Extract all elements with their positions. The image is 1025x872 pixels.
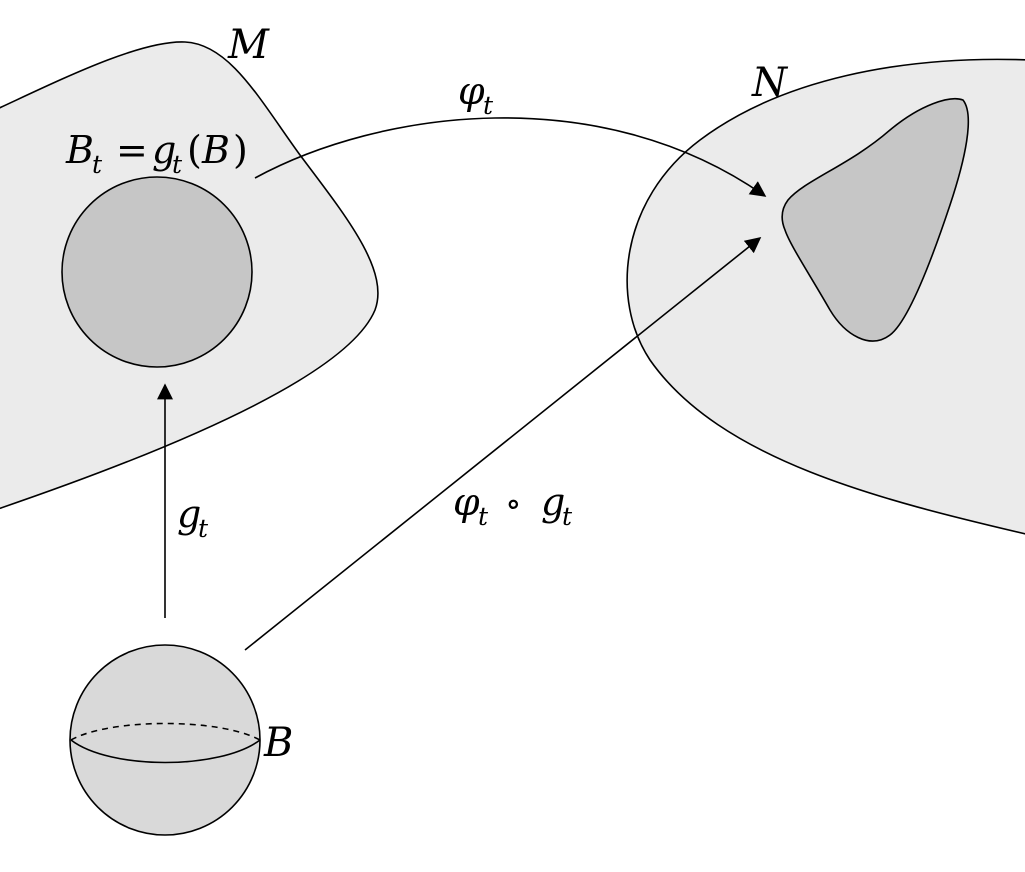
svg-text:∘: ∘ <box>505 484 522 524</box>
svg-text:t: t <box>478 502 489 531</box>
svg-text:φ: φ <box>453 480 480 524</box>
svg-text:B: B <box>65 128 94 172</box>
svg-text:B: B <box>201 128 230 172</box>
svg-text:t: t <box>198 514 209 543</box>
svg-text:(: ( <box>187 128 202 172</box>
svg-text:g: g <box>152 128 176 172</box>
ball-equator-front <box>70 739 261 764</box>
arrow-composition <box>244 237 762 651</box>
svg-text:t: t <box>92 150 103 179</box>
svg-text:t: t <box>172 150 183 179</box>
label-manifold-n: N <box>751 60 789 106</box>
label-g-t: g t <box>177 492 209 543</box>
ball-b <box>69 644 261 836</box>
svg-text:=: = <box>116 128 148 172</box>
label-phi-t: φ t <box>458 69 494 120</box>
arrow-phi-t <box>254 117 767 197</box>
label-manifold-m: M <box>227 22 270 68</box>
disk-bt <box>61 176 253 368</box>
label-bt-definition: B t = g t ( B ) <box>65 128 248 179</box>
svg-text:t: t <box>562 502 573 531</box>
label-ball-b: B <box>263 720 293 766</box>
svg-text:φ: φ <box>458 69 485 113</box>
svg-text:): ) <box>233 128 248 172</box>
label-composition: φ t ∘ g t <box>453 480 573 531</box>
svg-text:t: t <box>483 91 494 120</box>
image-region <box>781 98 970 342</box>
svg-text:g: g <box>541 480 565 524</box>
svg-text:g: g <box>177 492 201 536</box>
